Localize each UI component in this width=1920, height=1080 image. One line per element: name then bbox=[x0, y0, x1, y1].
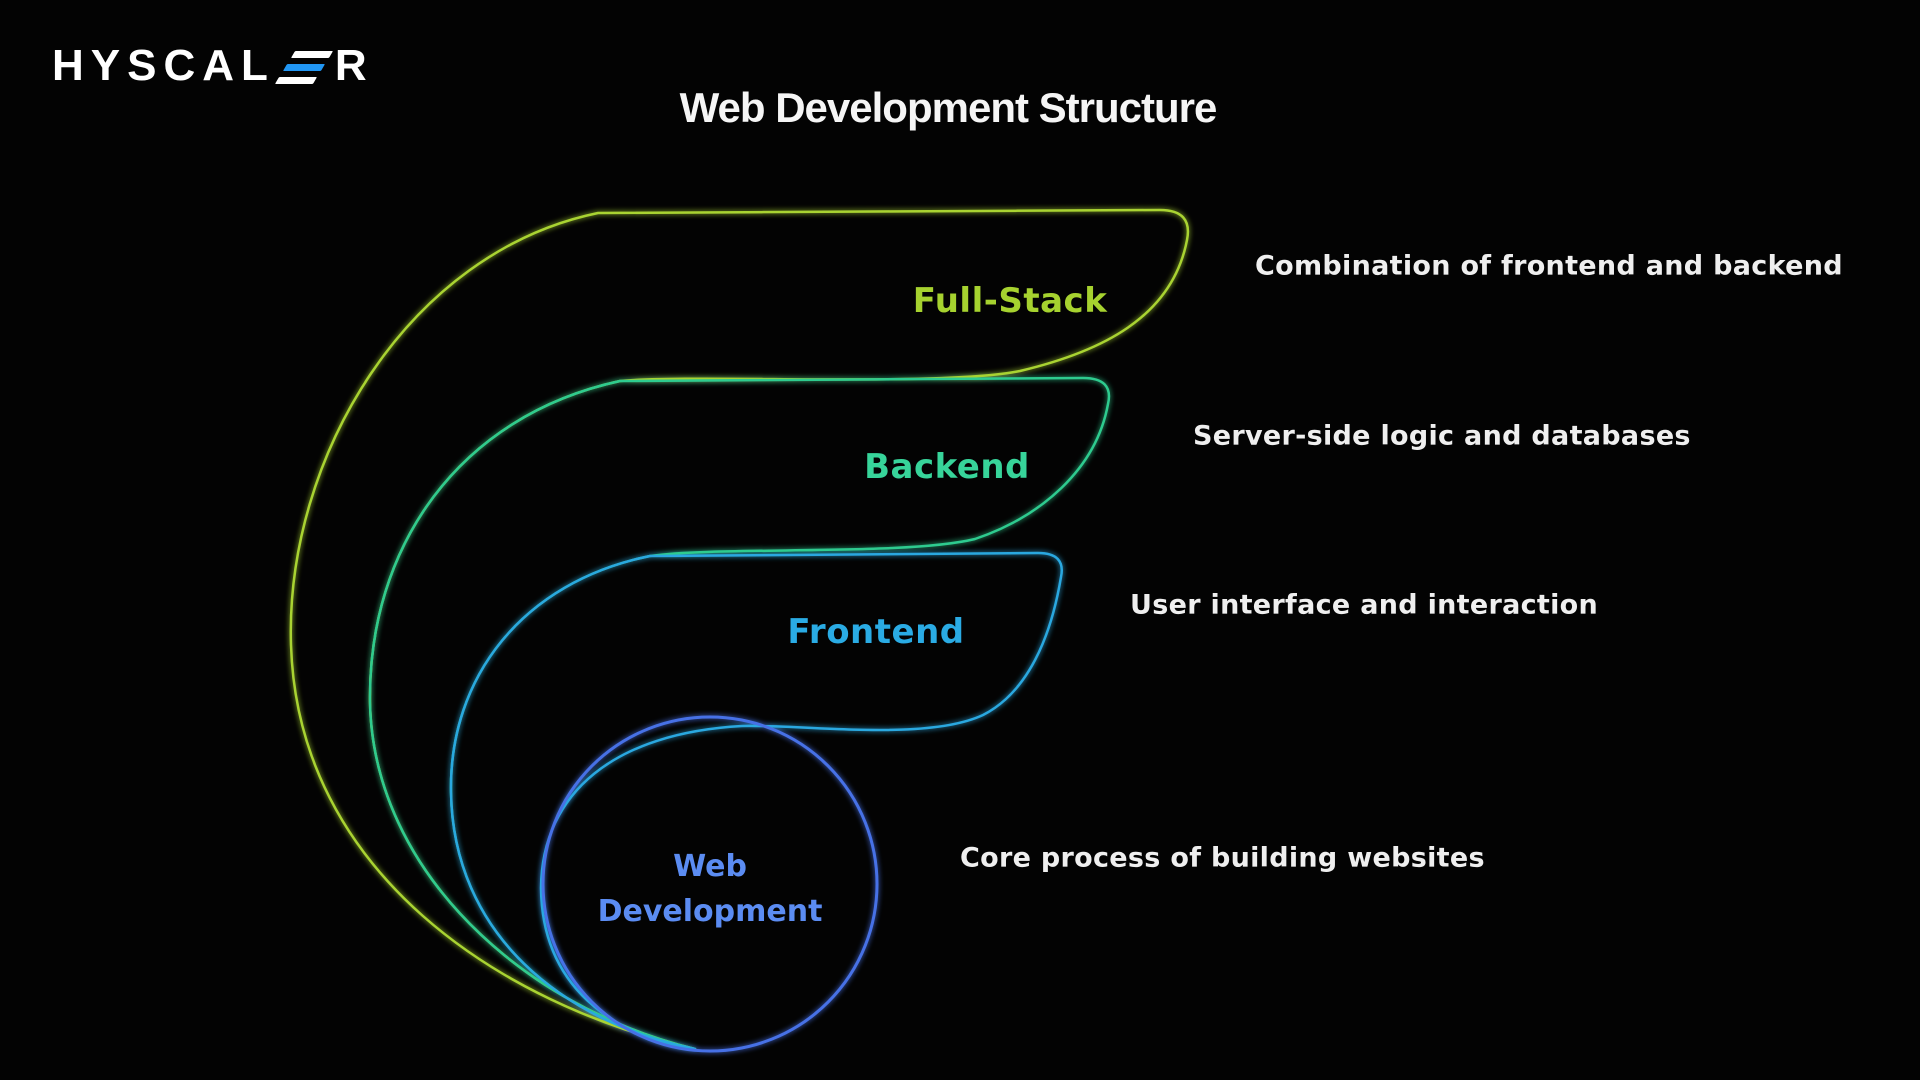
frontend-petal-outline bbox=[449, 551, 1063, 1051]
frontend-label: Frontend bbox=[787, 612, 965, 652]
page-title: Web Development Structure bbox=[679, 84, 1218, 131]
backend-label: Backend bbox=[864, 447, 1030, 487]
web-development-description: Core process of building websites bbox=[960, 842, 1485, 874]
logo-text-prefix: HYSCAL bbox=[52, 41, 275, 90]
web-development-label-line2: Development bbox=[597, 894, 823, 929]
logo-text-suffix: R bbox=[334, 41, 374, 90]
full-stack-description: Combination of frontend and backend bbox=[1255, 250, 1843, 282]
hyscaler-logo: HYSCAL R bbox=[52, 44, 374, 88]
frontend-description: User interface and interaction bbox=[1130, 589, 1599, 621]
full-stack-label: Full-Stack bbox=[912, 281, 1108, 321]
web-development-circle-outline bbox=[541, 715, 879, 1053]
backend-description: Server-side logic and databases bbox=[1193, 420, 1691, 452]
web-development-label-line1: Web bbox=[673, 849, 747, 884]
web-development-label: Web Development bbox=[598, 844, 823, 934]
